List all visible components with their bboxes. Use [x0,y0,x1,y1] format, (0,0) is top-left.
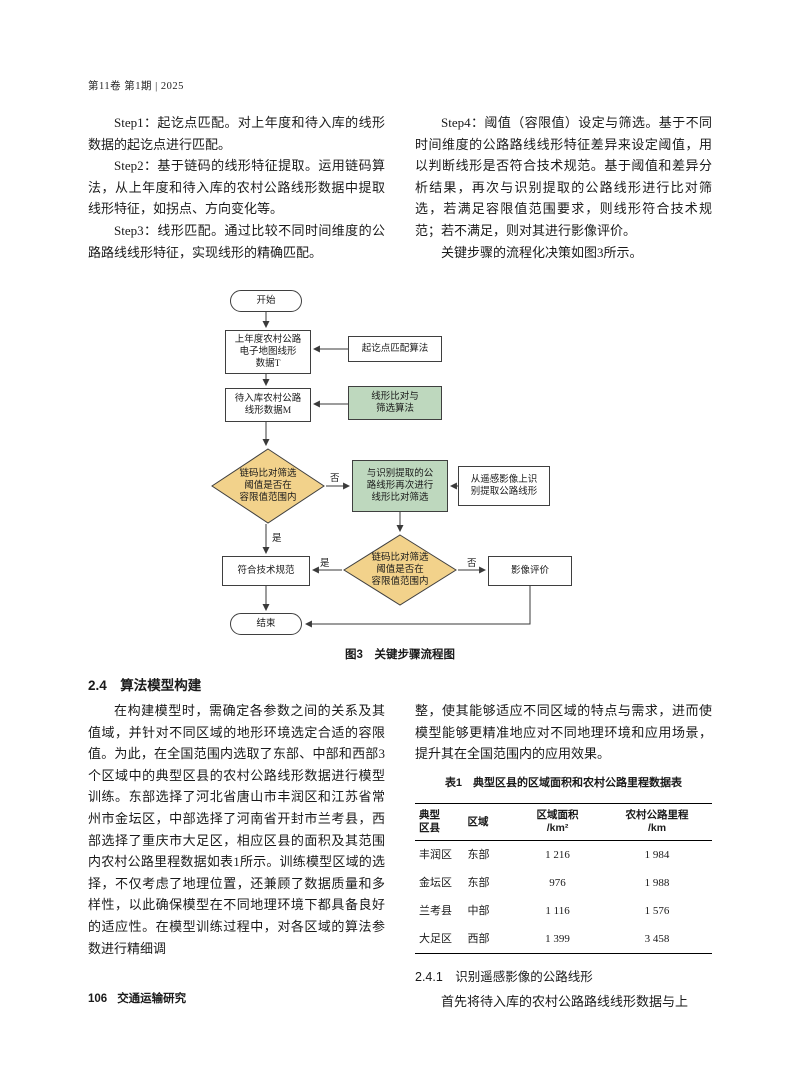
paragraph-figure-ref: 关键步骤的流程化决策如图3所示。 [441,244,643,260]
paragraph-step3: Step3：线形匹配。通过比较不同时间维度的公路路线线形特征，实现线形的精确匹配… [88,222,385,260]
flow-node-prev-year-data: 上年度农村公路 电子地图线形 数据T [225,330,311,374]
edge-label-no: 否 [466,555,478,569]
table-header: 典型 区县 区域 区域面积 /km² 农村公路里程 /km [415,803,712,842]
section-left-column: 在构建模型时，需确定各参数之间的关系及其值域，并针对不同区域的地形环境选定合适的… [88,700,385,1013]
table-row: 金坛区 东部 976 1 988 [415,869,712,897]
paragraph-model-training-cont: 整，使其能够适应不同区域的特点与需求，进而使模型能够更精准地应对不同地理环境和应… [415,703,712,762]
section-columns: 在构建模型时，需确定各参数之间的关系及其值域，并针对不同区域的地形环境选定合适的… [88,700,712,1013]
table-cell: 1 988 [644,876,670,889]
flow-node-remote-sensing-extract: 从遥感影像上识 别提取公路线形 [458,466,550,506]
paragraph-step4: Step4：阈值（容限值）设定与筛选。基于不同时间维度的公路路线线形特征差异来设… [415,115,712,238]
table-header-row: 典型 区县 区域 区域面积 /km² 农村公路里程 /km [415,803,712,842]
table-cell: 3 458 [644,932,670,945]
table-cell: 1 576 [644,904,670,917]
table-cell: 1 216 [545,848,570,861]
flowchart-connectors [262,312,531,628]
flow-node-end: 结束 [230,613,302,635]
table-cell: 丰润区 [419,848,452,861]
flow-node-start: 开始 [230,290,302,312]
flow-decision-threshold-1: 链码比对筛选 阈值是否在 容限值范围内 [210,448,326,524]
flow-node-recompare: 与识别提取的公 路线形再次进行 线形比对筛选 [352,460,448,512]
table-cell: 金坛区 [419,876,452,889]
table-row: 丰润区 东部 1 216 1 984 [415,841,712,870]
table-caption: 表1 典型区县的区域面积和农村公路里程数据表 [444,776,683,789]
table-cell: 1 116 [545,904,570,917]
table-cell: 大足区 [419,932,452,945]
subsection-heading-2-4-1: 2.4.1 识别遥感影像的公路线形 [415,970,593,985]
column-header: 农村公路里程 /km [602,803,712,842]
table-cell: 西部 [467,932,490,945]
flow-node-image-evaluation: 影像评价 [488,556,572,586]
decision-diamond-shape [211,448,325,524]
column-header: 区域面积 /km² [513,803,603,842]
flow-node-origin-match-algorithm: 起讫点匹配算法 [348,336,442,362]
table-row: 兰考县 中部 1 116 1 576 [415,897,712,925]
table-cell: 中部 [467,904,490,917]
column-header: 区域 [465,803,513,842]
table-cell: 兰考县 [419,904,452,917]
column-header: 典型 区县 [415,803,466,842]
section-heading-2-4: 2.4 算法模型构建 [88,678,202,693]
table-cell: 东部 [467,848,490,861]
decision-label: 链码比对筛选 阈值是否在 容限值范围内 [239,469,297,503]
edge-label-yes: 是 [319,555,331,569]
paragraph-model-training: 在构建模型时，需确定各参数之间的关系及其值域，并针对不同区域的地形环境选定合适的… [88,703,385,956]
table-cell: 976 [549,876,566,889]
edge-label-no: 否 [329,470,341,484]
region-data-table: 典型 区县 区域 区域面积 /km² 农村公路里程 /km 丰润区 东部 1 2… [415,803,712,955]
page-footer: 106 交通运输研究 [88,990,186,1006]
table-cell: 1 984 [644,848,670,861]
section-right-column: 整，使其能够适应不同区域的特点与需求，进而使模型能够更精准地应对不同地理环境和应… [415,700,712,1013]
table-row: 大足区 西部 1 399 3 458 [415,925,712,954]
decision-diamond-shape [343,534,457,606]
paragraph-step2: Step2：基于链码的线形特征提取。运用链码算法，从上年度和待入库的农村公路线形… [88,158,385,217]
table-body: 丰润区 东部 1 216 1 984 金坛区 东部 976 1 988 兰考县 … [415,841,712,954]
flow-node-compare-filter-algorithm: 线形比对与 筛选算法 [348,386,442,420]
flow-decision-threshold-2: 链码比对筛选 阈值是否在 容限值范围内 [342,534,458,606]
journal-name: 交通运输研究 [117,993,187,1005]
edge-label-yes: 是 [271,530,283,544]
figure-caption: 图3 关键步骤流程图 [345,649,455,661]
intro-left-column: Step1：起讫点匹配。对上年度和待入库的线形数据的起讫点进行匹配。 Step2… [88,112,385,263]
paragraph-subsection-start: 首先将待入库的农村公路路线线形数据与上 [441,993,689,1009]
flowchart-figure: 开始 上年度农村公路 电子地图线形 数据T 起讫点匹配算法 待入库农村公路 线形… [0,283,800,643]
table-cell: 东部 [467,876,490,889]
flow-node-comply-standard: 符合技术规范 [222,556,310,586]
flow-arrow [304,586,531,628]
table-cell: 1 399 [545,932,570,945]
intro-right-column: Step4：阈值（容限值）设定与筛选。基于不同时间维度的公路路线线形特征差异来设… [415,112,712,263]
page-header: 第11卷 第1期 | 2025 [88,81,184,92]
paragraph-step1: Step1：起讫点匹配。对上年度和待入库的线形数据的起讫点进行匹配。 [88,115,385,152]
decision-label: 链码比对筛选 阈值是否在 容限值范围内 [371,553,429,587]
flow-node-new-data: 待入库农村公路 线形数据M [225,388,311,422]
intro-columns: Step1：起讫点匹配。对上年度和待入库的线形数据的起讫点进行匹配。 Step2… [88,112,712,263]
page-number: 106 [88,993,108,1005]
